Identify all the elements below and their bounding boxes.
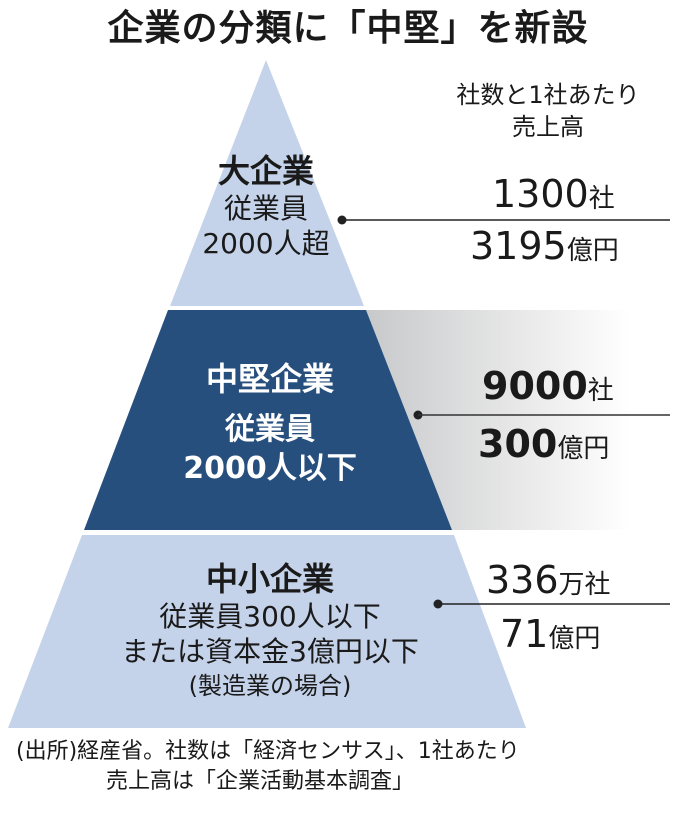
tier-mid-sales-value: 300 — [478, 422, 558, 466]
tier-small-sales-unit: 億円 — [548, 624, 601, 654]
tier-small-companies-unit: 万社 — [558, 570, 611, 600]
source-line1: (出所)経産省。社数は「経済センサス」、1社あたり — [16, 739, 520, 764]
tier-large-criteria-2: 2000人超 — [202, 227, 330, 260]
column-header-line1: 社数と1社あたり — [456, 81, 640, 109]
tier-small-sales: 71億円 — [500, 612, 600, 661]
tier-mid-sales-unit: 億円 — [557, 434, 610, 464]
tier-small-shape — [8, 535, 526, 728]
tier-large-name: 大企業 — [217, 152, 314, 190]
tier-large-companies-unit: 社 — [588, 184, 615, 214]
tier-large-sales-value: 3195 — [470, 224, 567, 268]
tier-large-label: 大企業 従業員 2000人超 — [166, 150, 366, 262]
highlight-band — [366, 310, 696, 530]
tier-large-sales-unit: 億円 — [566, 236, 619, 266]
tier-small-criteria-2: または資本金3億円以下 — [121, 635, 419, 668]
tier-mid-sales: 300億円 — [478, 422, 609, 471]
tier-small-criteria-1: 従業員300人以下 — [159, 600, 381, 633]
source-line2: 売上高は「企業活動基本調査」 — [106, 769, 415, 794]
tier-mid-label: 中堅企業 従業員 2000人以下 — [120, 356, 420, 488]
tier-large-shape — [170, 60, 364, 306]
tier-mid-companies-value: 9000 — [482, 364, 588, 408]
tier-mid-criteria-1: 従業員 — [225, 412, 315, 447]
tier-mid-shape — [84, 310, 452, 530]
tier-small-name: 中小企業 — [205, 560, 334, 598]
page-title: 企業の分類に「中堅」を新設 — [107, 8, 589, 49]
tier-large-sales: 3195億円 — [470, 224, 619, 273]
tier-mid-companies-unit: 社 — [587, 376, 614, 406]
column-header-line2: 売上高 — [512, 113, 584, 141]
tier-small-criteria-3: (製造業の場合) — [188, 672, 352, 700]
tier-large-companies-value: 1300 — [492, 172, 589, 216]
tier-large-companies: 1300社 — [492, 172, 615, 221]
tier-small-sales-value: 71 — [500, 612, 549, 656]
tier-small-companies-value: 336 — [486, 558, 559, 602]
tier-small-label: 中小企業 従業員300人以下 または資本金3億円以下 (製造業の場合) — [40, 558, 500, 702]
tier-small-companies: 336万社 — [486, 558, 611, 607]
tier-mid-companies: 9000社 — [482, 364, 614, 413]
tier-mid-name: 中堅企業 — [205, 360, 334, 398]
tier-mid-criteria-2: 2000人以下 — [183, 451, 357, 486]
tier-large-criteria-1: 従業員 — [223, 192, 308, 225]
